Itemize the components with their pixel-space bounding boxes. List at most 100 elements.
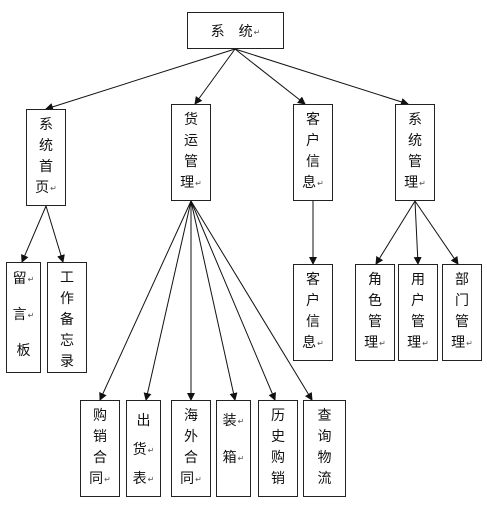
label-char: 管 [408,154,422,170]
label-char: 忘 [60,333,74,349]
leaf-node-1-0: 购销合同↵ [80,400,120,497]
leaf-node-1-0-label: 购销合同↵ [81,406,119,490]
label-char: 录 [60,354,74,370]
module-node-3: 系统管理↵ [395,104,435,201]
return-mark-icon: ↵ [422,339,429,348]
label-char: 流 [317,471,332,487]
label-char: 部 [455,272,469,288]
label-char: 信 [306,314,320,330]
label-char: 户 [411,293,425,309]
leaf-node-0-0: 留↵言↵板 [6,262,41,373]
edge-m1-c2 [99,200,192,401]
leaf-node-0-0-label: 留↵言↵板 [7,269,40,377]
label-char: 言↵ [12,307,35,323]
label-char: 管 [411,314,425,330]
return-mark-icon: ↵ [104,475,111,484]
return-mark-icon: ↵ [147,446,155,455]
label-char: 户 [306,133,320,149]
label-char: 运 [184,133,198,149]
label-char: 同↵ [89,471,111,487]
label-char: 理↵ [451,335,473,351]
return-mark-icon: ↵ [379,339,386,348]
edge-m0-c1 [45,205,65,263]
label-char: 客 [306,272,320,288]
leaf-node-1-4: 历史购销 [258,400,298,497]
label-char: 合 [93,450,107,466]
label-char: 合 [184,450,198,466]
leaf-node-0-1: 工作备忘录 [47,262,87,373]
return-mark-icon: ↵ [50,184,57,193]
label-char: 表↵ [132,471,155,487]
return-mark-icon: ↵ [237,417,245,426]
label-char: 历 [271,408,285,424]
return-mark-icon: ↵ [253,27,261,37]
leaf-node-1-3-label: 装↵箱↵ [217,411,250,485]
return-mark-icon: ↵ [237,454,245,463]
label-char: 查 [317,408,332,424]
leaf-node-3-1: 用户管理↵ [398,264,438,361]
leaf-node-2-0: 客户信息↵ [293,264,333,361]
label-char: 备 [60,312,74,328]
leaf-node-3-2: 部门管理↵ [442,264,482,361]
edge-root-m3 [234,48,409,106]
leaf-node-3-1-label: 用户管理↵ [399,270,437,354]
label-char: 理↵ [404,175,426,191]
label-char: 海 [184,408,198,424]
edge-root-m2 [234,48,306,105]
leaf-node-3-0-label: 角色管理↵ [356,270,394,354]
label-char: 统 [408,133,422,149]
label-char: 销 [271,471,285,487]
label-char: 理↵ [364,335,386,351]
edge-root-m1 [194,48,236,105]
label-char: 购 [93,408,107,424]
label-char: 门 [455,293,469,309]
label-char: 询 [317,429,332,445]
label-char: 购 [271,450,285,466]
label-char: 息↵ [302,335,324,351]
module-node-3-label: 系统管理↵ [396,110,434,194]
edge-m3-c9 [375,200,416,265]
root-node-system-label: 系 统↵ [210,23,261,40]
label-char: 理↵ [180,175,202,191]
label-char: 管 [455,314,469,330]
leaf-node-1-5: 查询物流 [303,400,346,497]
leaf-node-3-2-label: 部门管理↵ [443,270,481,354]
leaf-node-1-4-label: 历史购销 [259,406,297,490]
edge-m1-c5 [190,200,238,401]
label-char: 息↵ [302,175,324,191]
label-char: 外 [184,429,198,445]
label-char: 系 [39,117,53,133]
leaf-node-1-5-label: 查询物流 [304,406,345,490]
label-char: 色 [368,293,382,309]
edge-m3-c10 [413,200,422,265]
label-char: 销 [93,429,107,445]
edge-m1-c7 [190,200,313,401]
leaf-node-3-0: 角色管理↵ [355,264,395,361]
edge-m0-c0 [21,205,47,263]
label-char: 页↵ [35,180,57,196]
edge-root-m0 [45,48,236,111]
label-char: 户 [306,293,320,309]
leaf-node-1-1-label: 出货↵表↵ [127,411,160,498]
label-char: 用 [411,272,425,288]
label-char: 装↵ [222,413,245,429]
label-char: 物 [317,450,332,466]
edge-m1-c6 [190,200,276,401]
label-char: 工 [60,270,74,286]
module-node-1-label: 货运管理↵ [172,110,210,194]
label-char: 统 [39,138,53,154]
root-node-system: 系 统↵ [187,12,284,49]
return-mark-icon: ↵ [27,311,35,320]
leaf-node-2-0-label: 客户信息↵ [294,270,332,354]
label-char: 货↵ [132,442,155,458]
label-char: 首 [39,159,53,175]
edge-m3-c11 [414,200,459,265]
label-char: 系 [408,112,422,128]
module-node-0: 系统首页↵ [26,109,66,206]
return-mark-icon: ↵ [317,339,324,348]
label-char: 理↵ [407,335,429,351]
module-node-2-label: 客户信息↵ [294,110,332,194]
return-mark-icon: ↵ [147,475,155,484]
